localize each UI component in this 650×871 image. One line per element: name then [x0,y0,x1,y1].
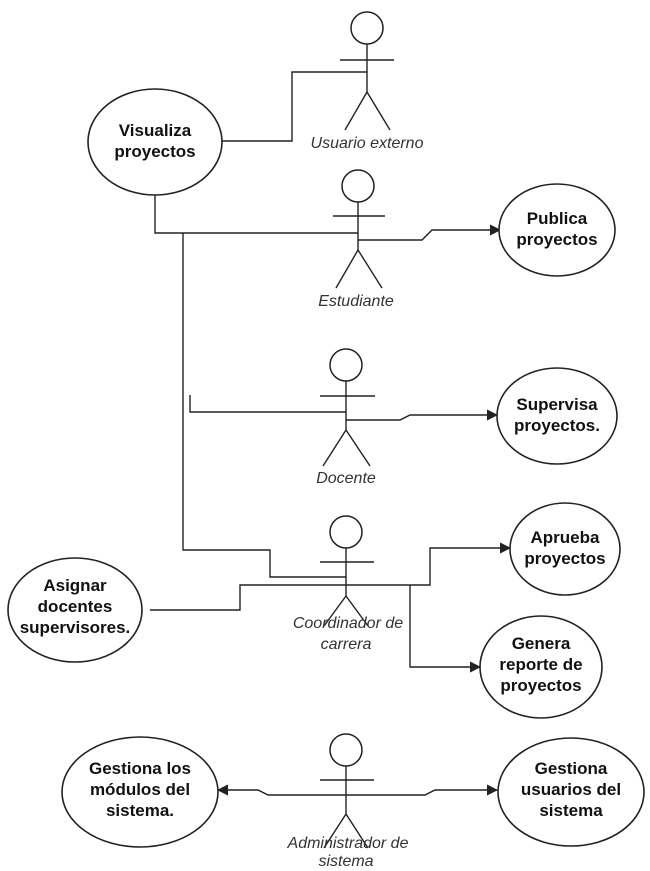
actor-label-docente: Docente [316,470,376,487]
use-case-label-line: supervisores. [20,618,131,637]
use-case-label-line: proyectos. [514,416,600,435]
connector-admin-modulos [216,784,346,796]
actor-administrador-sistema: Administrador de sistema [287,733,409,870]
use-case-label-line: proyectos [114,142,195,161]
connector-estudiante-publica [358,224,502,241]
use-case-gestiona-usuarios: Gestiona usuarios del sistema [497,737,645,847]
use-case-label-line: módulos del [90,780,190,799]
actor-coordinador-carrera: Coordinador de carrera [293,515,403,653]
actor-label-estudiante: Estudiante [318,293,394,310]
connector-coordinador-genera [409,585,482,673]
connector-coordinador-asignar [150,584,346,611]
use-case-visualiza-proyectos: Visualiza proyectos [87,88,223,196]
use-case-label-line: Genera [512,634,571,653]
connector-visualiza-estudiante [154,195,358,234]
use-case-label-line: sistema. [106,801,174,820]
connector-trunk-docente [189,395,346,413]
connector-docente-supervisa [346,409,499,421]
connectors [150,71,512,796]
use-case-asignar-docentes: Asignar docentes supervisores. [7,557,143,663]
use-case-supervisa-proyectos: Supervisa proyectos. [496,367,618,465]
use-case-label-line: docentes [38,597,113,616]
use-case-label-line: Visualiza [119,121,192,140]
actor-label-coordinador-2: carrera [321,636,372,653]
actor-label-coordinador-1: Coordinador de [293,615,403,632]
use-case-label-line: Supervisa [516,395,598,414]
use-case-publica-proyectos: Publica proyectos [498,183,616,277]
use-case-label-line: Aprueba [531,528,601,547]
use-case-genera-reporte: Genera reporte de proyectos [479,615,603,719]
connector-admin-usuarios [346,784,499,796]
use-case-label-line: Publica [527,209,588,228]
use-case-label-line: reporte de [499,655,582,674]
use-case-label-line: proyectos [500,676,581,695]
use-case-aprueba-proyectos: Aprueba proyectos [509,502,621,596]
use-case-label-line: sistema [539,801,603,820]
use-case-gestiona-modulos: Gestiona los módulos del sistema. [61,736,219,848]
use-case-label-line: Gestiona [535,759,608,778]
use-case-label-line: proyectos [524,549,605,568]
actor-docente: Docente [316,348,376,487]
use-case-label-line: usuarios del [521,780,621,799]
actor-label-administrador-2: sistema [318,853,373,870]
connector-coordinador-aprueba [346,542,512,586]
use-case-label-line: Asignar [43,576,107,595]
use-case-label-line: proyectos [516,230,597,249]
actor-label-usuario-externo: Usuario externo [311,135,424,152]
connector-usuario-visualiza [222,71,367,142]
use-case-label-line: Gestiona los [89,759,191,778]
actor-label-administrador-1: Administrador de [287,835,409,852]
actor-usuario-externo: Usuario externo [311,11,424,152]
connector-trunk [182,233,346,578]
actor-estudiante: Estudiante [318,169,394,310]
